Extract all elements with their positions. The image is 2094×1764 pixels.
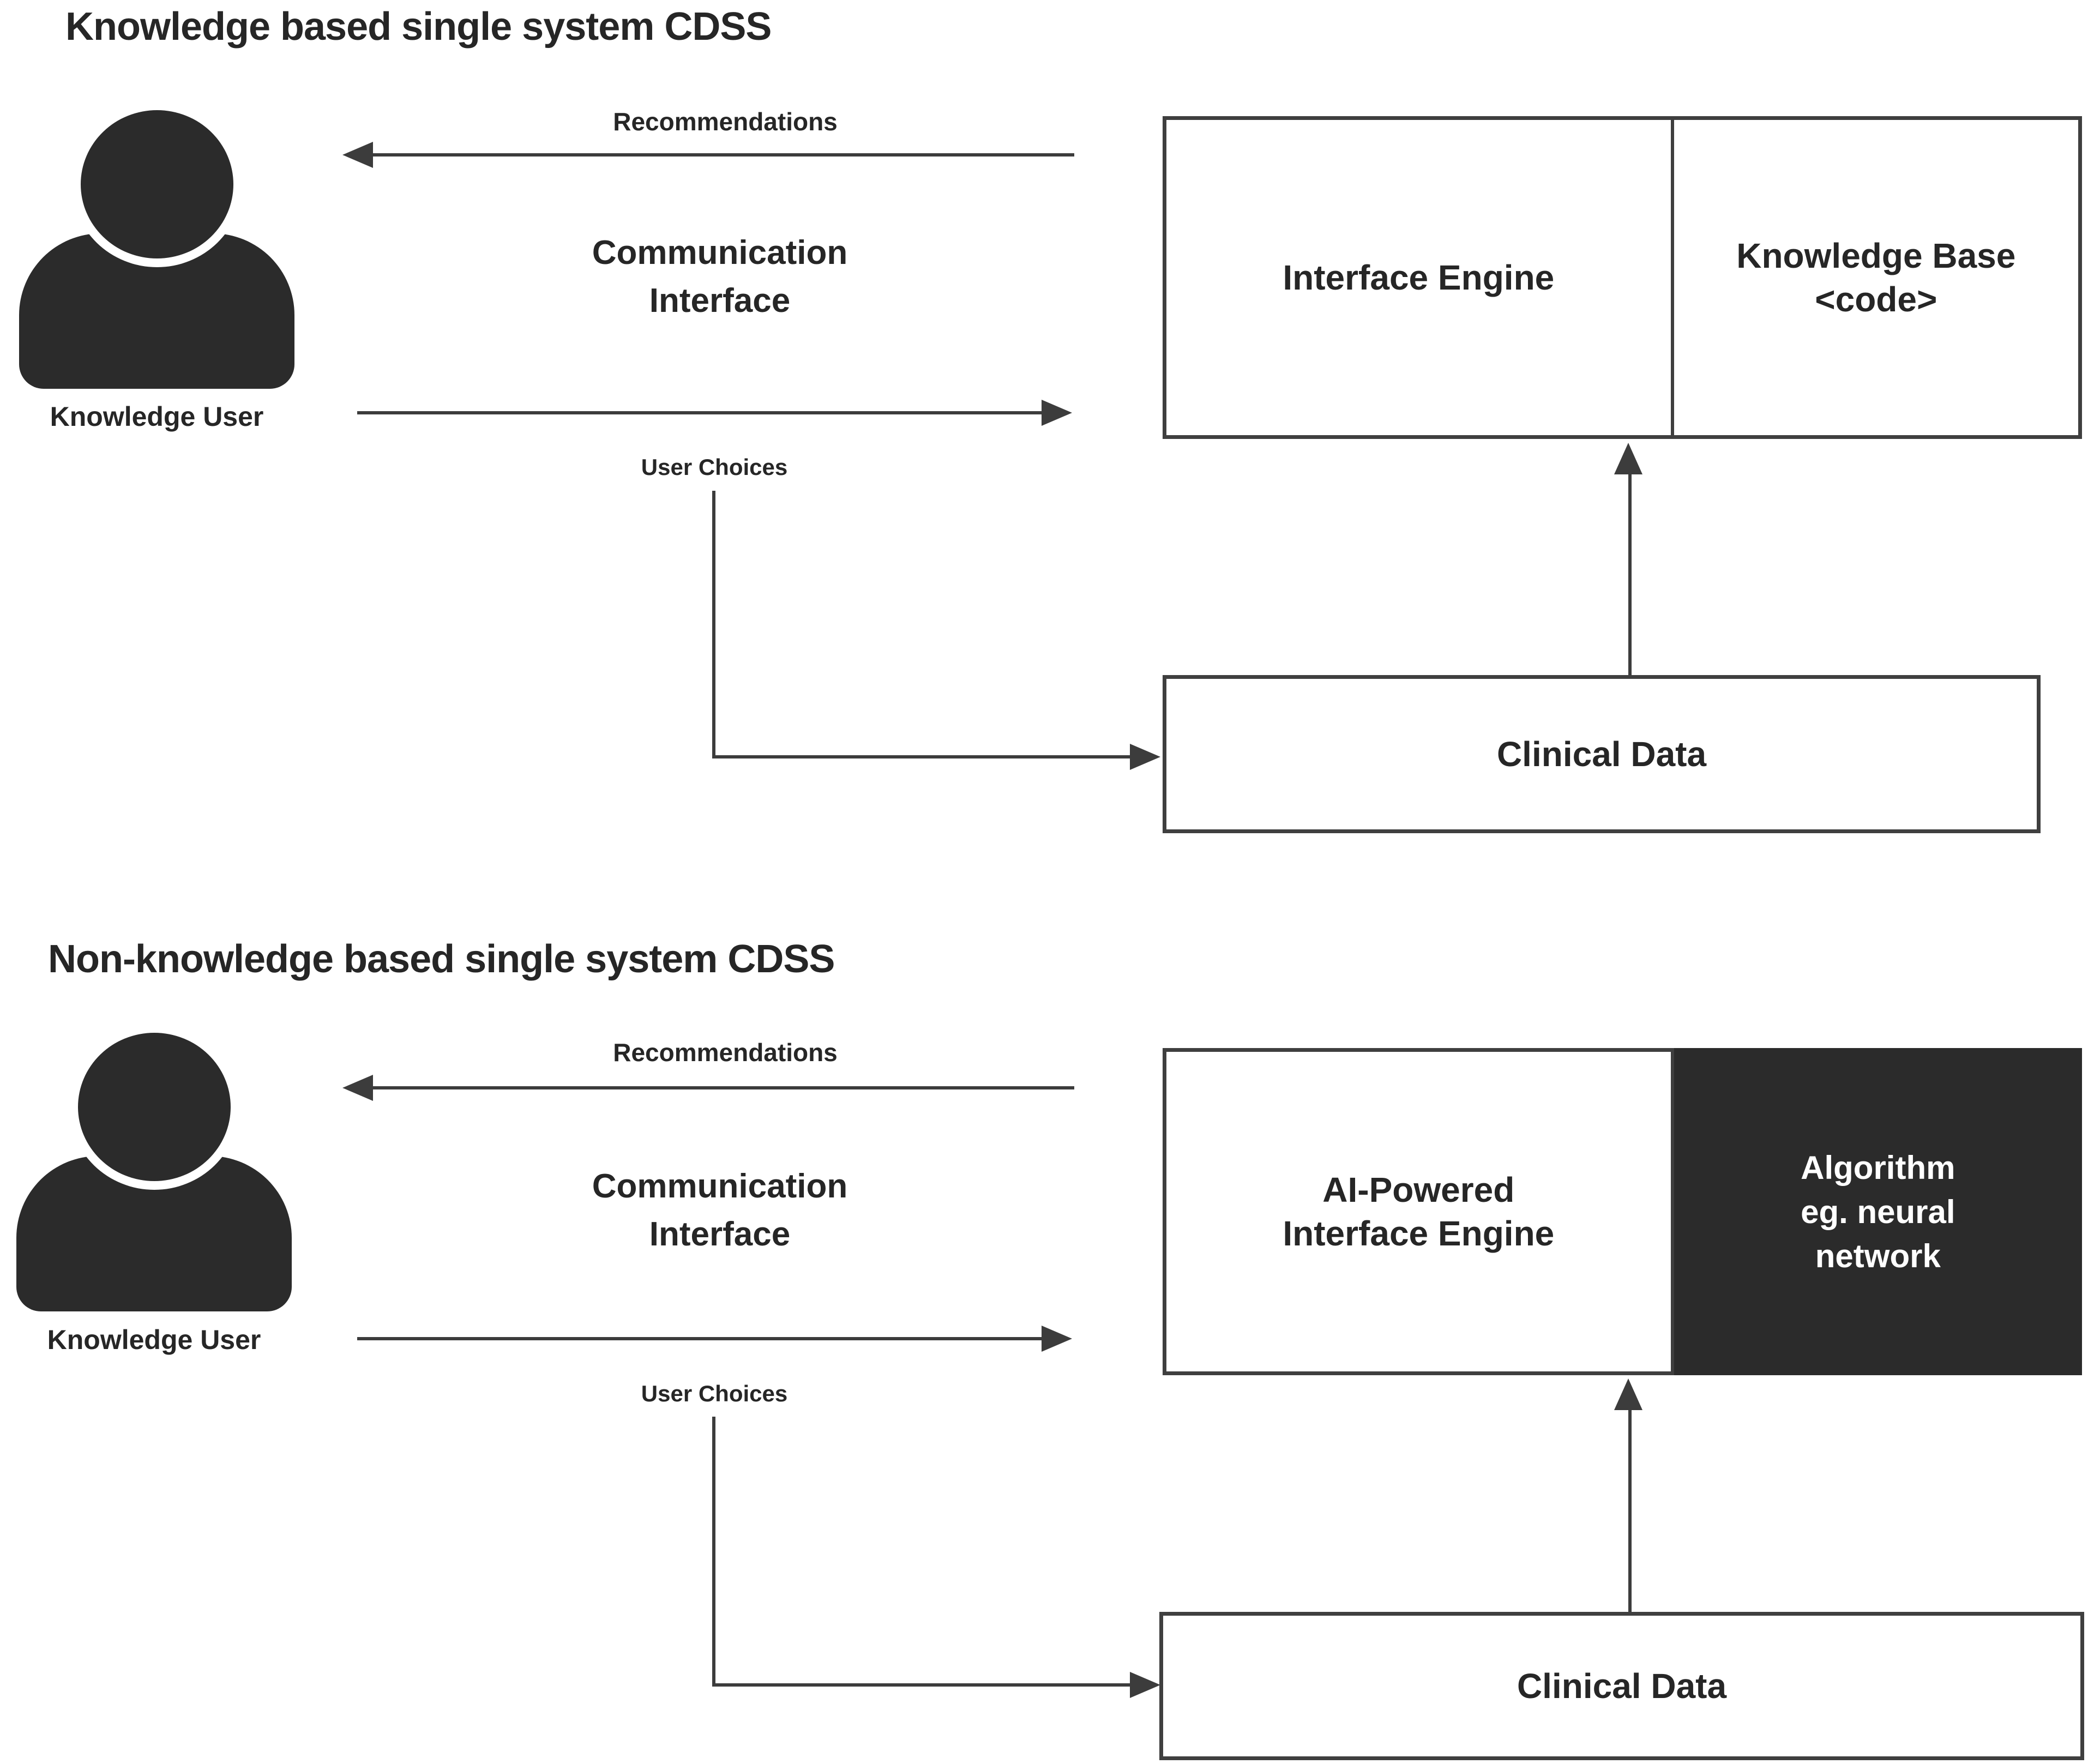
ai-engine-algorithm-box: AI-Powered Interface Engine Algorithm eg… <box>1163 1048 2082 1375</box>
knowledge-user-label: Knowledge User <box>50 401 264 432</box>
knowledge-base-line1: Knowledge Base <box>1736 236 2016 275</box>
recommendations-label: Recommendations <box>613 1038 838 1067</box>
recommendations-arrowhead-icon <box>342 142 373 168</box>
interface-engine-label: Interface Engine <box>1283 258 1555 297</box>
knowledge-base-cell: Knowledge Base <code> <box>1674 120 2078 435</box>
user-choices-label: User Choices <box>641 454 788 480</box>
knowledge-user-icon <box>16 1024 292 1323</box>
communication-interface-label: Communication Interface <box>524 229 916 325</box>
clinical-data-box: Clinical Data <box>1159 1612 2084 1760</box>
user-choices-arrowhead-icon <box>1042 1326 1072 1352</box>
recommendations-arrow-line <box>372 153 1074 156</box>
recommendations-label: Recommendations <box>613 107 838 136</box>
ai-engine-line2: Interface Engine <box>1283 1214 1555 1253</box>
ai-interface-engine-label: AI-Powered Interface Engine <box>1283 1168 1554 1255</box>
communication-interface-line2: Interface <box>649 1215 791 1254</box>
person-head-icon <box>69 1024 239 1190</box>
elbow-arrowhead-icon <box>1130 1672 1160 1698</box>
clinical-data-box: Clinical Data <box>1163 675 2041 833</box>
user-choices-elbow-hline <box>712 1683 1130 1687</box>
algorithm-line2: eg. neural <box>1801 1193 1955 1230</box>
knowledge-base-label: Knowledge Base <code> <box>1736 234 2015 321</box>
communication-interface-line2: Interface <box>649 282 791 320</box>
user-choices-arrow-line <box>357 1337 1043 1340</box>
nkb-diagram-title: Non-knowledge based single system CDSS <box>48 937 835 981</box>
user-choices-arrowhead-icon <box>1042 400 1072 426</box>
knowledge-user-icon <box>19 101 294 400</box>
engine-knowledge-base-box: Interface Engine Knowledge Base <code> <box>1163 116 2082 439</box>
recommendations-arrow-line <box>372 1086 1074 1089</box>
kb-diagram-title: Knowledge based single system CDSS <box>65 5 772 49</box>
clinical-up-arrow-line <box>1628 469 1632 675</box>
ai-interface-engine-cell: AI-Powered Interface Engine <box>1166 1052 1674 1371</box>
clinical-data-label: Clinical Data <box>1517 1666 1727 1706</box>
user-choices-elbow-hline <box>712 755 1130 758</box>
recommendations-arrowhead-icon <box>342 1075 373 1101</box>
algorithm-line3: network <box>1815 1237 1941 1274</box>
algorithm-label: Algorithm eg. neural network <box>1801 1146 1955 1278</box>
user-choices-elbow-vline <box>712 491 715 757</box>
interface-engine-cell: Interface Engine <box>1166 120 1674 435</box>
communication-interface-label: Communication Interface <box>524 1163 916 1259</box>
communication-interface-line1: Communication <box>592 234 848 272</box>
elbow-arrowhead-icon <box>1130 744 1160 770</box>
user-choices-label: User Choices <box>641 1381 788 1406</box>
knowledge-user-label: Knowledge User <box>47 1324 261 1355</box>
user-choices-arrow-line <box>357 411 1043 414</box>
clinical-up-arrow-line <box>1628 1405 1632 1612</box>
knowledge-base-line2: <code> <box>1815 280 1937 319</box>
algorithm-cell: Algorithm eg. neural network <box>1674 1048 2082 1375</box>
clinical-data-label: Clinical Data <box>1496 735 1707 774</box>
algorithm-line1: Algorithm <box>1801 1149 1955 1186</box>
user-choices-elbow-vline <box>712 1417 715 1685</box>
communication-interface-line1: Communication <box>592 1167 848 1205</box>
ai-engine-line1: AI-Powered <box>1322 1170 1515 1209</box>
